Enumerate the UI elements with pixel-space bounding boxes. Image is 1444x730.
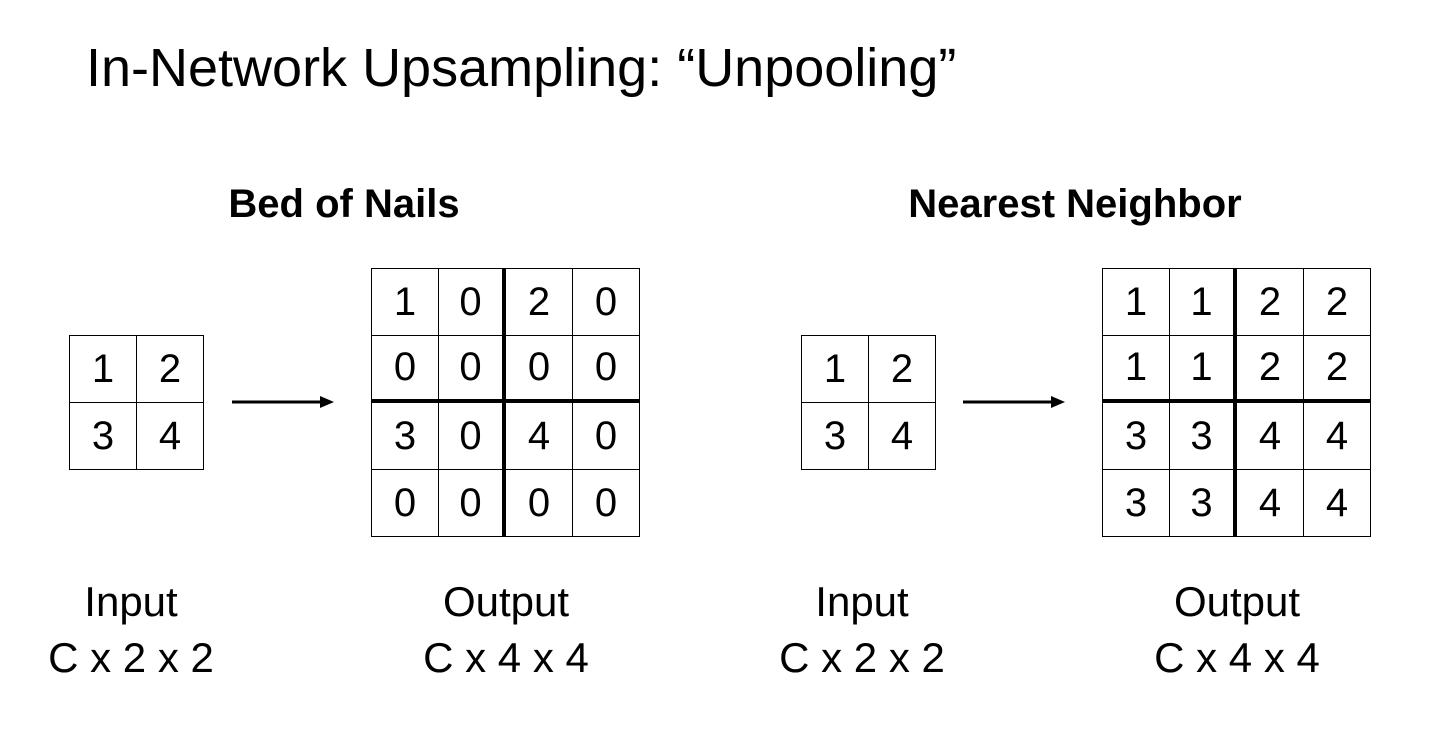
nearest-neighbor-input-grid: 1 2 3 4	[801, 335, 936, 470]
input-dims: C x 2 x 2	[48, 634, 214, 681]
input-cell: 1	[802, 336, 869, 403]
output-cell: 0	[372, 336, 439, 403]
slide-title: In-Network Upsampling: “Unpooling”	[86, 38, 957, 98]
output-cell: 0	[372, 470, 439, 537]
output-dims: C x 4 x 4	[1154, 634, 1320, 681]
output-cell: 0	[573, 403, 640, 470]
output-cell: 2	[1304, 336, 1371, 403]
output-cell: 2	[1237, 269, 1304, 336]
input-label: Input	[815, 578, 909, 625]
output-cell: 1	[1103, 269, 1170, 336]
input-cell: 3	[802, 403, 869, 470]
input-cell: 4	[869, 403, 936, 470]
input-cell: 1	[70, 336, 137, 403]
output-cell: 3	[372, 403, 439, 470]
nearest-neighbor-arrow-icon	[963, 396, 1065, 408]
output-cell: 0	[506, 336, 573, 403]
bed-of-nails-input-grid: 1 2 3 4	[69, 335, 204, 470]
nearest-neighbor-output-grid: 1 1 2 2 1 1 2 2 3 3 4 4 3 3 4 4	[1102, 268, 1371, 537]
output-cell: 2	[1304, 269, 1371, 336]
output-cell: 0	[439, 403, 506, 470]
input-dims: C x 2 x 2	[779, 634, 945, 681]
bed-of-nails-arrow-icon	[232, 396, 334, 408]
output-cell: 3	[1170, 403, 1237, 470]
output-dims: C x 4 x 4	[423, 634, 589, 681]
output-cell: 0	[506, 470, 573, 537]
input-cell: 3	[70, 403, 137, 470]
output-cell: 3	[1103, 403, 1170, 470]
output-cell: 4	[1304, 470, 1371, 537]
input-cell: 2	[137, 336, 204, 403]
bed-of-nails-output-grid: 1 0 2 0 0 0 0 0 3 0 4 0 0 0 0 0	[371, 268, 640, 537]
input-label: Input	[84, 578, 178, 625]
input-cell: 4	[137, 403, 204, 470]
nearest-neighbor-output-caption: Output C x 4 x 4	[1154, 574, 1320, 686]
output-cell: 1	[1170, 336, 1237, 403]
output-cell: 4	[1237, 403, 1304, 470]
output-cell: 2	[506, 269, 573, 336]
output-label: Output	[1173, 578, 1301, 625]
nearest-neighbor-heading: Nearest Neighbor	[908, 182, 1242, 226]
output-cell: 4	[1304, 403, 1371, 470]
output-cell: 0	[573, 336, 640, 403]
output-cell: 3	[1103, 470, 1170, 537]
nearest-neighbor-input-caption: Input C x 2 x 2	[779, 574, 945, 686]
output-cell: 0	[573, 470, 640, 537]
output-cell: 3	[1170, 470, 1237, 537]
output-cell: 0	[439, 269, 506, 336]
bed-of-nails-input-caption: Input C x 2 x 2	[48, 574, 214, 686]
output-cell: 1	[1170, 269, 1237, 336]
output-cell: 0	[439, 470, 506, 537]
output-cell: 4	[1237, 470, 1304, 537]
output-cell: 0	[573, 269, 640, 336]
output-cell: 1	[372, 269, 439, 336]
bed-of-nails-output-caption: Output C x 4 x 4	[423, 574, 589, 686]
bed-of-nails-heading: Bed of Nails	[228, 182, 460, 226]
output-cell: 4	[506, 403, 573, 470]
output-cell: 1	[1103, 336, 1170, 403]
input-cell: 2	[869, 336, 936, 403]
output-label: Output	[442, 578, 570, 625]
output-cell: 2	[1237, 336, 1304, 403]
output-cell: 0	[439, 336, 506, 403]
